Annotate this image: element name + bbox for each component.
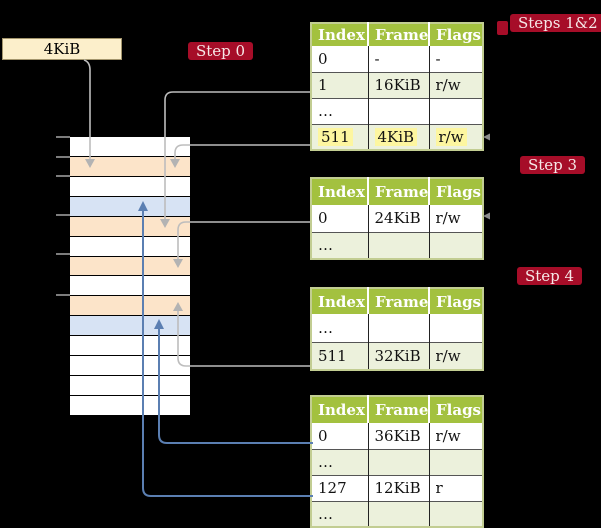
memory-frame-row [70, 336, 190, 356]
step-label-0: Step 0 [188, 42, 254, 60]
cell-frame: 32KiB [367, 341, 429, 370]
cell-frame [367, 314, 429, 342]
cell-index: 511 [311, 341, 368, 370]
col-header-index: Index [311, 288, 368, 314]
memory-frame-row [70, 376, 190, 395]
cell-frame: - [367, 46, 429, 72]
memory-frame-row [70, 276, 190, 296]
cell-frame [367, 500, 429, 527]
memory-tick [56, 294, 70, 296]
cell-flags [428, 231, 483, 259]
cell-frame: 36KiB [367, 423, 429, 449]
cell-index: 0 [311, 423, 368, 449]
memory-strip [70, 137, 190, 415]
col-header-index: Index [311, 178, 368, 205]
table-row-highlighted: 511 4KiB r/w [311, 123, 483, 150]
memory-tick [56, 253, 70, 255]
cell-index: … [311, 448, 368, 475]
cell-index: 127 [311, 474, 368, 501]
cell-index: … [311, 231, 368, 259]
table-row: 0 24KiB r/w [311, 205, 483, 232]
memory-frame-row [70, 176, 190, 196]
cell-flags: r [428, 474, 483, 501]
memory-tick [56, 175, 70, 177]
memory-frame-row [70, 256, 190, 276]
memory-frame-row [70, 156, 190, 176]
table-row: … [311, 97, 483, 124]
col-header-frame: Frame [367, 396, 429, 423]
frame-size-box: 4KiB [2, 38, 122, 60]
cell-frame: 4KiB [367, 123, 429, 150]
arrow-entry511-to-frame-32k [177, 310, 310, 367]
page-table-1: Index Frame Flags 0 - - 1 16KiB r/w … 51… [310, 22, 484, 151]
cell-index: 0 [311, 205, 368, 232]
table-row: 1 16KiB r/w [311, 71, 483, 98]
table-row: … [311, 448, 483, 475]
table-row: 511 32KiB r/w [311, 341, 483, 370]
page-table-3: Index Frame Flags … 511 32KiB r/w [310, 287, 484, 371]
step-label-4: Step 4 [517, 267, 583, 285]
cell-index: … [311, 314, 368, 342]
cell-frame [367, 97, 429, 124]
col-header-flags: Flags [428, 396, 483, 423]
memory-frame-row [70, 296, 190, 316]
cell-index: … [311, 97, 368, 124]
memory-tick [56, 214, 70, 216]
page-table-2: Index Frame Flags 0 24KiB r/w … [310, 177, 484, 260]
memory-frame-row [70, 316, 190, 336]
col-header-index: Index [311, 23, 368, 46]
memory-frame-row [70, 356, 190, 376]
table-row: … [311, 231, 483, 259]
memory-frame-row [70, 395, 190, 415]
cell-index: 1 [311, 71, 368, 98]
cell-flags: r/w [428, 123, 483, 150]
col-header-frame: Frame [367, 288, 429, 314]
memory-frame-row [70, 236, 190, 256]
arrow-entry511-to-frame-4k [174, 144, 310, 160]
cell-flags: r/w [428, 341, 483, 370]
cell-index: 0 [311, 46, 368, 72]
cell-flags [428, 448, 483, 475]
step-label-1-2: Steps 1&2 [510, 14, 601, 32]
arrow-entry0-to-frame-24k [177, 221, 310, 260]
table-row: … [311, 314, 483, 342]
memory-tick [56, 136, 70, 138]
cell-flags: r/w [428, 71, 483, 98]
step-label-fragment [497, 21, 508, 35]
page-table-4: Index Frame Flags 0 36KiB r/w … 127 12Ki… [310, 395, 484, 528]
table-row: 0 36KiB r/w [311, 423, 483, 449]
table-row: 0 - - [311, 46, 483, 72]
cell-flags: - [428, 46, 483, 72]
memory-frame-row [70, 137, 190, 156]
cell-flags: r/w [428, 205, 483, 232]
cell-flags [428, 500, 483, 527]
memory-frame-row [70, 216, 190, 236]
cell-frame: 24KiB [367, 205, 429, 232]
cell-index: … [311, 500, 368, 527]
col-header-index: Index [311, 396, 368, 423]
cell-flags [428, 97, 483, 124]
cell-frame [367, 448, 429, 475]
col-header-frame: Frame [367, 23, 429, 46]
col-header-flags: Flags [428, 178, 483, 205]
frame-size-label: 4KiB [43, 40, 81, 58]
col-header-flags: Flags [428, 23, 483, 46]
cell-flags [428, 314, 483, 342]
cell-index: 511 [311, 123, 368, 150]
cell-flags: r/w [428, 423, 483, 449]
arrowhead-left-icon [483, 212, 490, 220]
arrowhead-left-icon [483, 133, 490, 141]
cell-frame: 12KiB [367, 474, 429, 501]
memory-tick [56, 156, 70, 158]
table-row: … [311, 500, 483, 527]
step-label-3: Step 3 [520, 156, 586, 174]
col-header-frame: Frame [367, 178, 429, 205]
cell-frame [367, 231, 429, 259]
col-header-flags: Flags [428, 288, 483, 314]
cell-frame: 16KiB [367, 71, 429, 98]
memory-frame-row [70, 196, 190, 216]
table-row: 127 12KiB r [311, 474, 483, 501]
